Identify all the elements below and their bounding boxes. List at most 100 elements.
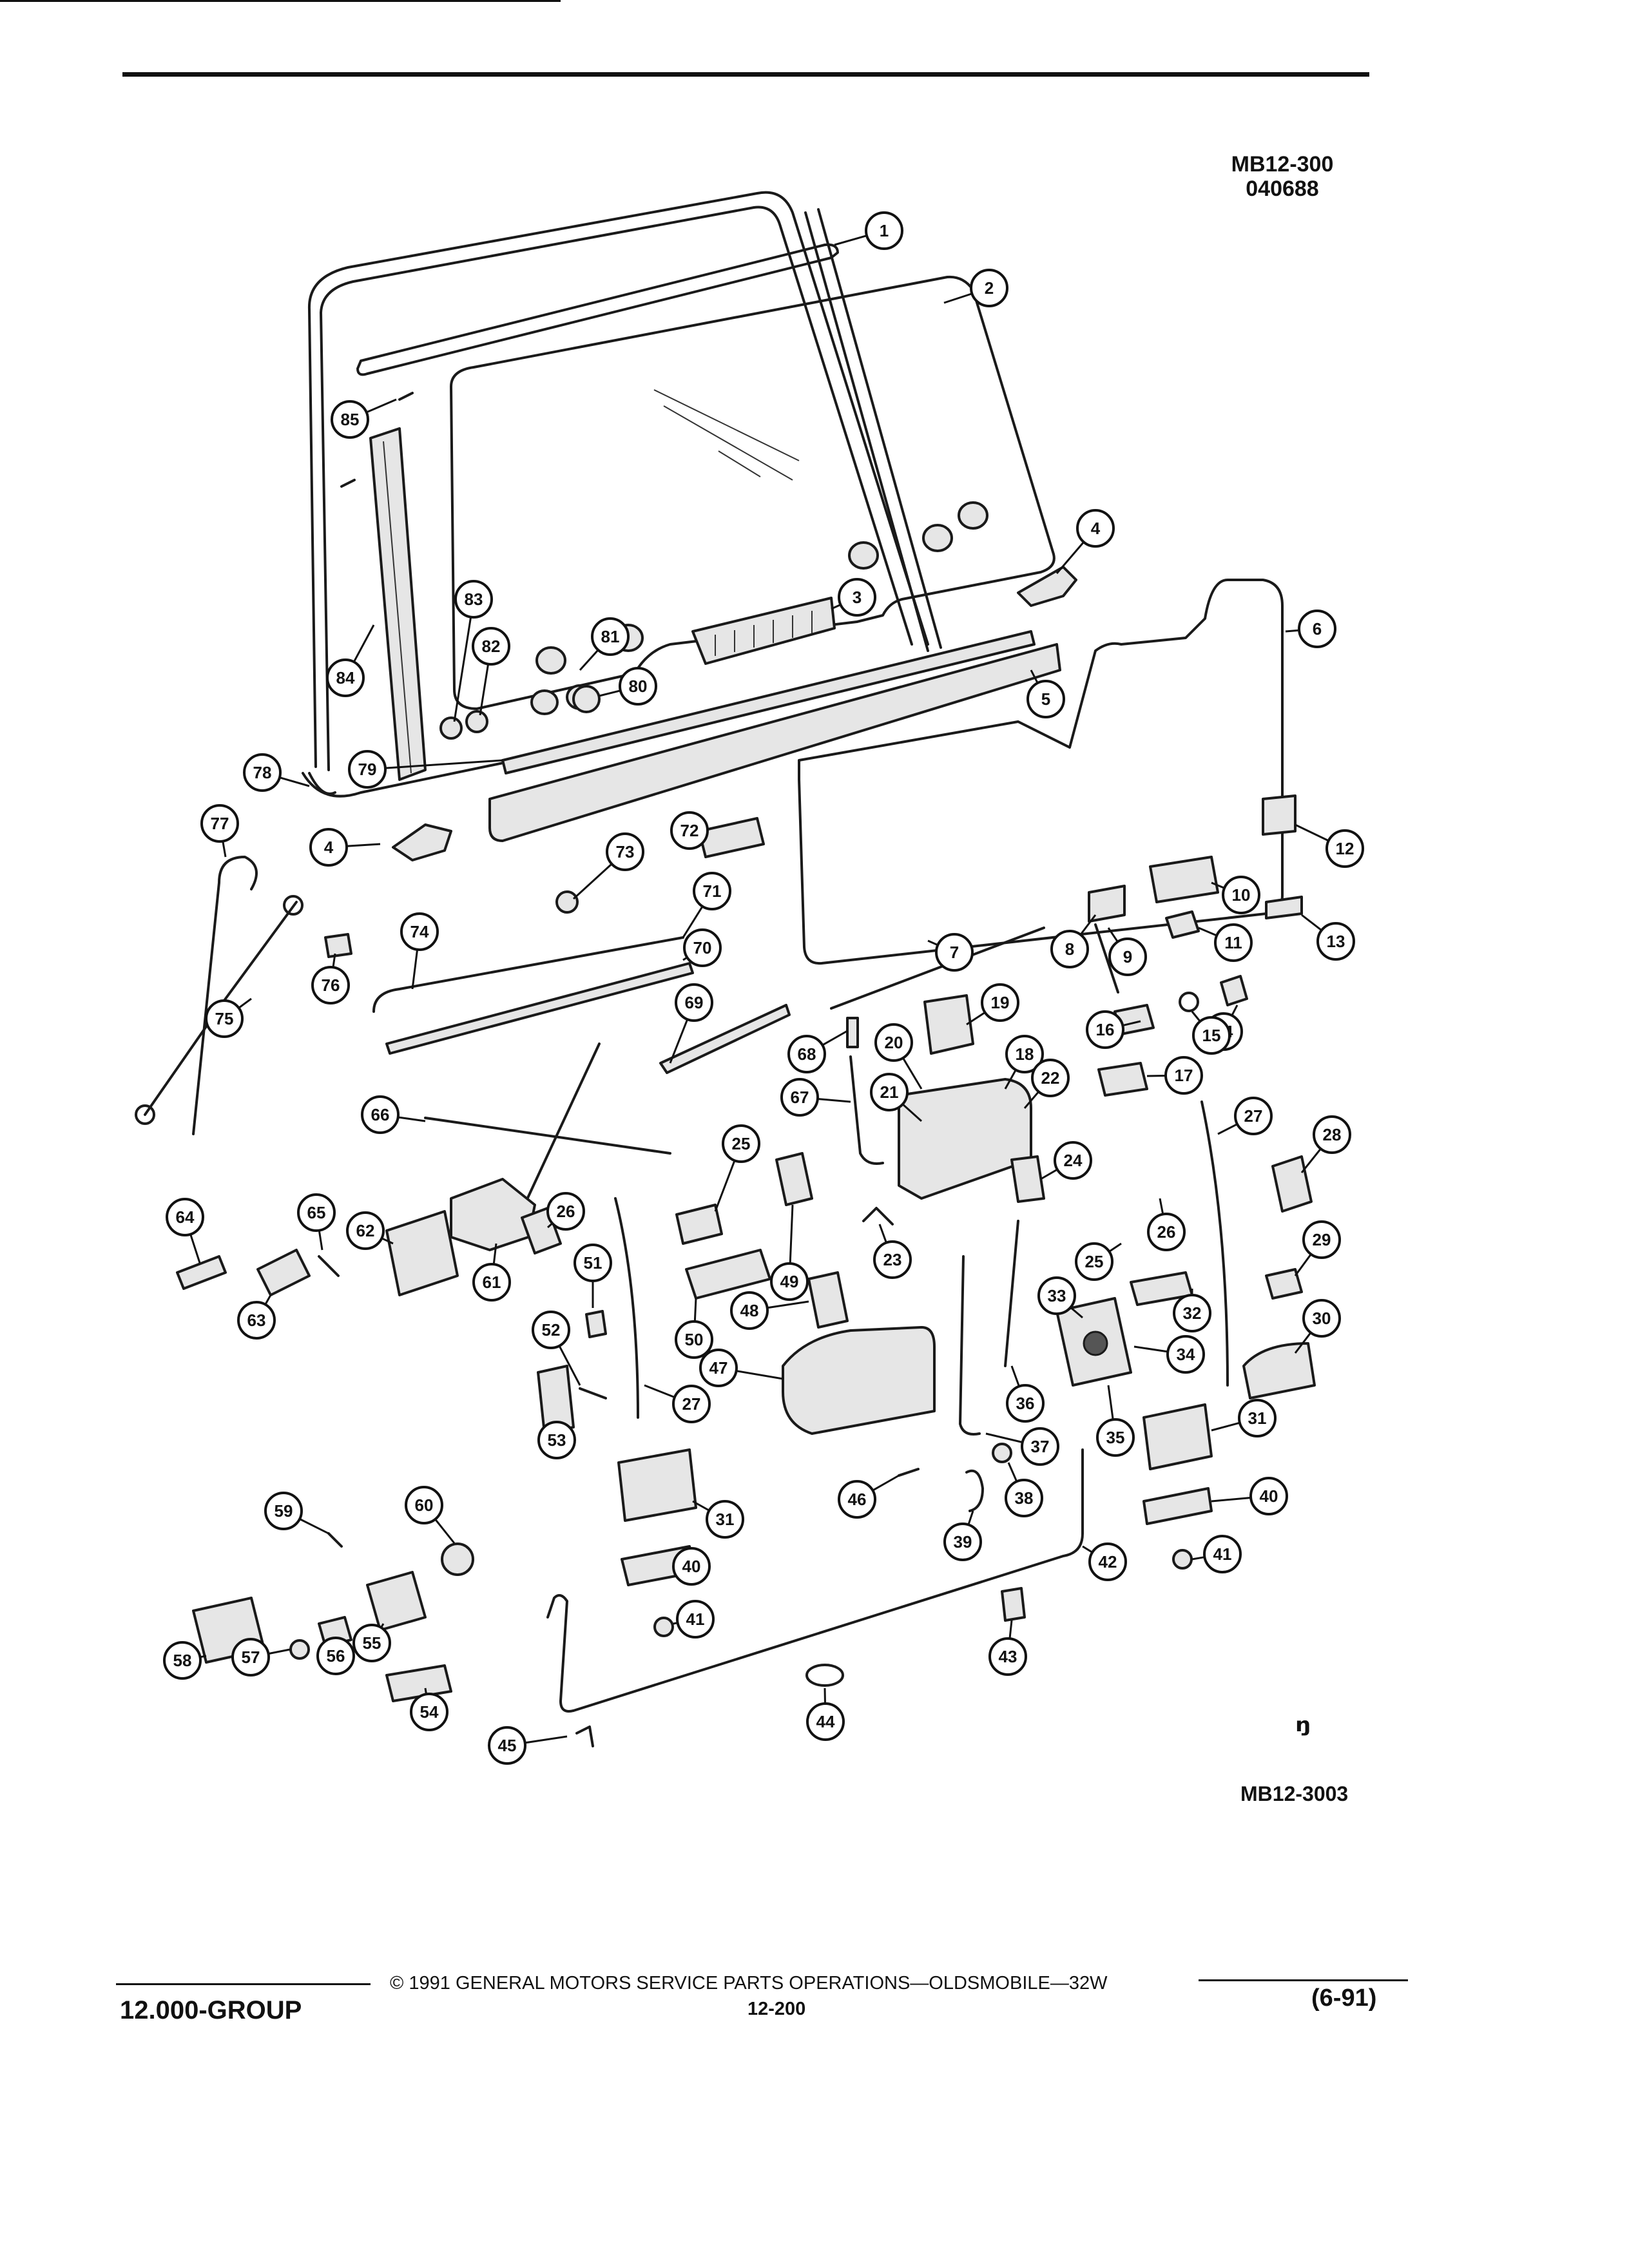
callout-leader [1146, 1074, 1166, 1077]
header-code: MB12-300 040688 [1192, 152, 1373, 201]
callout-47: 47 [699, 1349, 784, 1387]
callout-circle [1249, 1477, 1288, 1515]
callout-leader [434, 1518, 456, 1544]
callout-number: 63 [247, 1311, 266, 1330]
callout-leader [669, 1019, 689, 1064]
callout-circle [264, 1492, 303, 1530]
callout-leader [411, 949, 419, 990]
callout-leader [264, 1294, 272, 1305]
callout-81: 81 [579, 617, 630, 671]
callout-circle [699, 1349, 738, 1387]
callout-leader [1211, 1497, 1251, 1503]
callout-40: 40 [672, 1547, 711, 1586]
callout-circle [410, 1693, 448, 1731]
bracket-31-right [1142, 1403, 1213, 1470]
callout-leader [927, 939, 938, 947]
callout-leader [1295, 823, 1329, 842]
regulator-sector-drawing [450, 1178, 536, 1251]
callout-circle [693, 872, 731, 910]
callout-number: 83 [465, 590, 483, 609]
callout-45: 45 [488, 1726, 568, 1765]
motor-62-drawing [385, 1210, 459, 1296]
callout-number: 43 [999, 1647, 1017, 1666]
callout-number: 45 [498, 1736, 517, 1755]
rod-27-right-drawing [1200, 1100, 1229, 1387]
callout-leader [693, 1298, 697, 1322]
callout-leader [878, 1224, 887, 1244]
callout-number: 12 [1336, 839, 1354, 858]
callout-circle [361, 1095, 400, 1134]
actuator-55-drawing [366, 1571, 427, 1631]
callout-leader [901, 1103, 923, 1122]
callout-circle [943, 1523, 982, 1561]
callout-number: 13 [1327, 932, 1345, 951]
callout-circle [400, 912, 439, 951]
callout-84: 84 [326, 624, 375, 697]
callout-circle [472, 627, 510, 666]
callout-leader [1082, 1545, 1093, 1553]
clip-11-drawing [1165, 910, 1200, 939]
callout-number: 28 [1323, 1125, 1342, 1144]
bumper-6 [530, 689, 559, 715]
callout-leader [1217, 1123, 1238, 1135]
callout-61: 61 [472, 1243, 511, 1302]
callout-leader [453, 617, 472, 722]
callout-leader [736, 1370, 784, 1380]
callout-circle [676, 1600, 715, 1639]
callout-number: 44 [816, 1712, 835, 1731]
callout-26: 26 [1147, 1198, 1186, 1251]
callout-55: 55 [352, 1623, 391, 1662]
callout-number: 71 [703, 881, 722, 901]
callout-circle [231, 1638, 270, 1677]
switch-49-drawing [775, 1152, 813, 1206]
callout-circle [1234, 1097, 1273, 1135]
callout-circle [780, 1078, 819, 1117]
callout-68: 68 [787, 1030, 848, 1073]
rod-39-drawing [965, 1469, 984, 1512]
callout-leader [1070, 1306, 1083, 1319]
strut-end-lower [135, 1104, 155, 1125]
callout-circle [1238, 1399, 1277, 1437]
callout-28: 28 [1300, 1115, 1351, 1173]
callout-number: 79 [358, 760, 377, 779]
callout-number: 72 [680, 821, 699, 840]
callout-leader [682, 905, 704, 938]
callout-circle [619, 667, 657, 706]
callout-64: 64 [166, 1198, 204, 1264]
bracket-31-left [617, 1448, 697, 1522]
pin-64-drawing [176, 1255, 227, 1290]
callout-80: 80 [599, 667, 657, 706]
callout-27: 27 [1217, 1097, 1273, 1135]
callout-circle [1086, 1010, 1124, 1049]
trim-panel-drawing [798, 579, 1284, 965]
callout-66: 66 [361, 1095, 426, 1134]
callout-circle [316, 1637, 355, 1675]
callout-48: 48 [730, 1291, 809, 1330]
callout-circle [672, 1385, 711, 1423]
callout-40: 40 [1211, 1477, 1288, 1515]
callout-number: 46 [848, 1490, 867, 1509]
callout-circle [870, 1073, 909, 1111]
callout-circle [1031, 1059, 1070, 1097]
callout-number: 21 [880, 1082, 899, 1102]
callout-circle [163, 1641, 202, 1680]
callout-number: 4 [1091, 519, 1101, 538]
callout-number: 33 [1048, 1286, 1066, 1305]
callout-number: 68 [798, 1044, 816, 1064]
callout-leader [1211, 881, 1225, 889]
callout-leader [985, 1432, 1023, 1443]
bolt-54-drawing [385, 1664, 452, 1702]
callout-circle [331, 400, 369, 439]
callout-number: 55 [363, 1633, 381, 1653]
callout-circle [454, 580, 493, 619]
callout-number: 49 [780, 1272, 799, 1291]
callout-number: 34 [1177, 1345, 1195, 1364]
callout-circle [988, 1637, 1027, 1676]
lock-30-drawing [1242, 1342, 1316, 1399]
callout-72: 72 [670, 811, 709, 850]
callout-number: 7 [950, 943, 959, 962]
callout-leader [1107, 1385, 1114, 1420]
callout-31: 31 [692, 1500, 744, 1539]
callout-59: 59 [264, 1492, 329, 1535]
callout-number: 37 [1031, 1437, 1050, 1456]
